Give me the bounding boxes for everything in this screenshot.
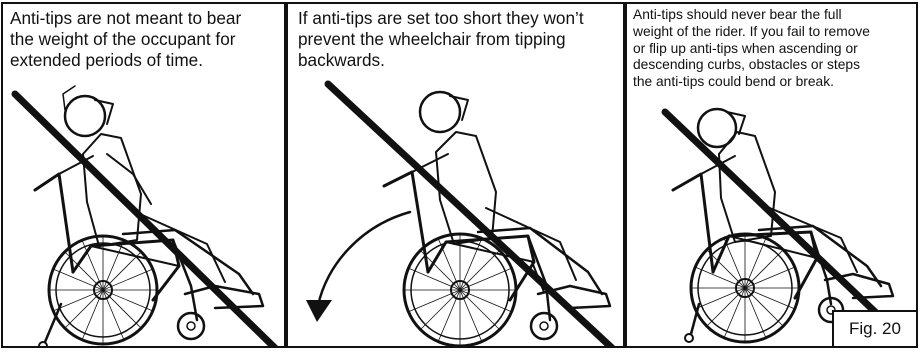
warning-panel-2: If anti-tips are set too short they won’… [286,2,625,348]
warning-panel-3: Anti-tips should never bear the full wei… [625,2,918,348]
warning-panel-1: Anti-tips are not meant to bear the weig… [1,2,286,348]
panel-1-caption: Anti-tips are not meant to bear the weig… [10,8,241,71]
figure-label: Fig. 20 [832,310,916,346]
motion-arrowhead-icon [306,300,332,322]
tipping-motion-arrow [318,212,410,306]
prohibition-slash-2 [328,84,612,348]
panel-3-caption: Anti-tips should never bear the full wei… [633,7,870,91]
panel-2-caption: If anti-tips are set too short they won’… [298,8,584,71]
